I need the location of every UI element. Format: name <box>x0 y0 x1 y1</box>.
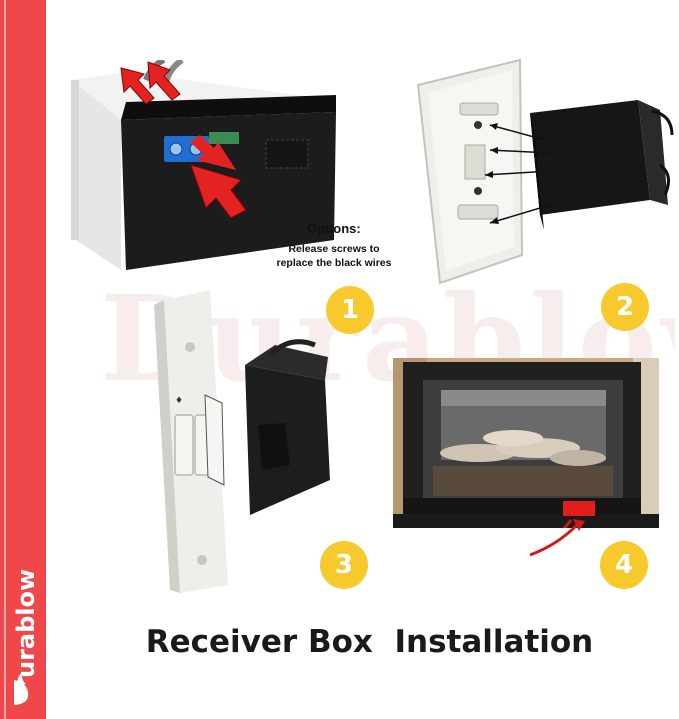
step-badge-2: 2 <box>601 283 649 331</box>
step-badge-1: 1 <box>326 286 374 334</box>
brand-vertical-logo: urablow <box>12 569 40 705</box>
page-title: Receiver Box Installation <box>145 624 594 660</box>
svg-text:♦: ♦ <box>175 396 183 406</box>
options-line-2: replace the black wires <box>276 257 392 269</box>
options-note: Options: Release screws to replace the b… <box>259 221 409 270</box>
red-arrow-icon <box>190 135 236 170</box>
brand-vertical-text: urablow <box>12 569 40 678</box>
brand-side-bar: urablow <box>0 0 46 719</box>
pointer-arrow-icon <box>529 519 585 557</box>
step-badge-4: 4 <box>600 541 648 589</box>
panel-3-mounted-plate-image: ♦ <box>154 290 330 593</box>
red-arrow-icon <box>120 67 155 105</box>
options-line-1: Release screws to <box>288 243 380 255</box>
red-arrow-icon <box>190 164 247 219</box>
step-badge-3: 3 <box>320 541 368 589</box>
flame-logo-icon <box>14 672 29 705</box>
panel-4-fireplace-image <box>393 358 659 528</box>
side-bar-stripe <box>4 0 6 719</box>
panel-1-receiver-box-image <box>71 60 336 270</box>
panel-2-plate-alignment-image <box>416 58 674 285</box>
receiver-highlight-marker <box>563 501 595 516</box>
options-title: Options: <box>307 221 361 236</box>
red-arrow-icon <box>147 61 181 101</box>
